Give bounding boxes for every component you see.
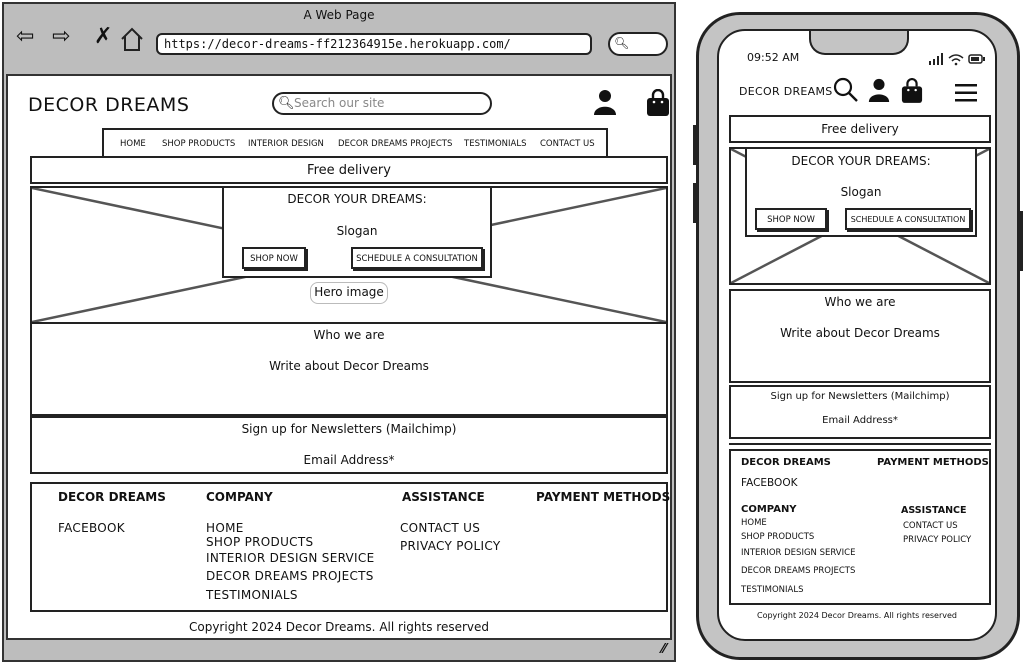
schedule-consultation-button[interactable]: SCHEDULE A CONSULTATION [351,247,483,269]
mobile-about-body: Write about Decor Dreams [780,326,940,340]
footer-link-home[interactable]: HOME [206,521,244,535]
mobile-shop-now-button[interactable]: SHOP NOW [755,208,827,230]
footer-link-shop-products[interactable]: SHOP PRODUCTS [206,535,314,549]
mobile-hero-section: DECOR YOUR DREAMS: Slogan SHOP NOW SCHED… [729,147,991,285]
phone-power-button [1019,211,1023,271]
mobile-newsletter-email-label[interactable]: Email Address* [822,415,898,426]
mobile-divider [729,443,991,445]
shopping-bag-icon[interactable] [646,88,670,117]
mobile-footer-payment-heading: PAYMENT METHODS [877,457,989,468]
about-heading: Who we are [313,328,385,342]
footer-link-privacy-policy[interactable]: PRIVACY POLICY [400,539,501,553]
nav-interior-design[interactable]: INTERIOR DESIGN [248,139,324,149]
mobile-footer-link-shop-products[interactable]: SHOP PRODUCTS [741,532,815,542]
mobile-footer-link-contact-us[interactable]: CONTACT US [903,521,958,531]
newsletter-section: Sign up for Newsletters (Mailchimp) Emai… [30,416,668,474]
site-logo[interactable]: DECOR DREAMS [28,94,190,116]
desktop-viewport: DECOR DREAMS 🔍︎ Search our site HOME SHO… [6,74,672,640]
mobile-delivery-banner: Free delivery [729,115,991,143]
hero-section: DECOR YOUR DREAMS: Slogan SHOP NOW SCHED… [30,186,668,324]
mobile-footer-brand-heading: DECOR DREAMS [741,457,831,468]
resize-grip-icon[interactable]: ⁄⁄ [661,642,666,657]
search-icon: 🔍︎ [614,36,630,50]
mobile-copyright: Copyright 2024 Decor Dreams. All rights … [756,611,957,620]
phone-side-button [693,183,697,223]
mobile-footer-link-interior-design-service[interactable]: INTERIOR DESIGN SERVICE [741,548,856,558]
mobile-footer-link-testimonials[interactable]: TESTIMONIALS [741,585,804,595]
hero-slogan: Slogan [336,224,378,238]
browser-search-box[interactable]: 🔍︎ [608,32,668,56]
phone-screen: 09:52 AM DECOR DREAMS Free delivery [717,29,997,641]
address-bar[interactable]: https://decor-dreams-ff212364915e.heroku… [156,33,592,55]
phone-clock: 09:52 AM [747,51,800,64]
forward-icon[interactable]: ⇨ [52,24,71,49]
home-icon[interactable] [120,26,144,52]
status-bar: ⁄⁄ [6,640,672,660]
mobile-schedule-consultation-button[interactable]: SCHEDULE A CONSULTATION [845,208,971,230]
phone-status-icons [927,51,987,66]
account-icon[interactable] [592,88,618,116]
mobile-site-footer: DECOR DREAMS FACEBOOK PAYMENT METHODS CO… [729,449,991,605]
footer-link-interior-design-service[interactable]: INTERIOR DESIGN SERVICE [206,551,375,565]
about-body: Write about Decor Dreams [269,359,429,373]
mobile-footer-link-decor-dreams-projects[interactable]: DECOR DREAMS PROJECTS [741,566,856,576]
footer-company-heading: COMPANY [206,490,273,504]
about-section: Who we are Write about Decor Dreams [30,322,668,416]
search-placeholder: Search our site [294,96,385,110]
back-icon[interactable]: ⇦ [16,24,35,49]
mobile-hero-card: DECOR YOUR DREAMS: Slogan SHOP NOW SCHED… [745,147,977,237]
newsletter-email-label[interactable]: Email Address* [303,453,395,467]
nav-shop-products[interactable]: SHOP PRODUCTS [162,139,236,149]
main-nav: HOME SHOP PRODUCTS INTERIOR DESIGN DECOR… [102,128,608,158]
mobile-footer-company-heading: COMPANY [741,504,797,515]
nav-home[interactable]: HOME [120,139,146,149]
nav-testimonials[interactable]: TESTIMONIALS [464,139,527,149]
hero-heading: DECOR YOUR DREAMS: [287,192,427,206]
footer-payment-heading: PAYMENT METHODS [536,490,671,504]
window-title: A Web Page [303,8,375,22]
mobile-about-heading: Who we are [824,295,896,309]
mobile-search-icon[interactable] [833,77,859,103]
footer-link-decor-dreams-projects[interactable]: DECOR DREAMS PROJECTS [206,569,374,583]
copyright: Copyright 2024 Decor Dreams. All rights … [188,620,489,634]
close-icon[interactable]: ✗ [94,24,113,49]
site-search-input[interactable]: 🔍︎ Search our site [272,92,492,115]
hero-card: DECOR YOUR DREAMS: Slogan SHOP NOW SCHED… [222,186,492,278]
mobile-newsletter-section: Sign up for Newsletters (Mailchimp) Emai… [729,385,991,439]
mobile-footer-facebook-link[interactable]: FACEBOOK [741,477,798,489]
mobile-about-section: Who we are Write about Decor Dreams [729,289,991,383]
hamburger-menu-icon[interactable] [955,83,977,103]
mobile-shopping-bag-icon[interactable] [901,78,923,104]
footer-brand-heading: DECOR DREAMS [58,490,166,504]
phone-side-button [693,125,697,165]
mobile-site-logo[interactable]: DECOR DREAMS [739,85,833,98]
nav-decor-dreams-projects[interactable]: DECOR DREAMS PROJECTS [338,139,453,149]
delivery-banner: Free delivery [30,156,668,184]
footer-assistance-heading: ASSISTANCE [402,490,485,504]
mobile-account-icon[interactable] [867,77,891,103]
mobile-newsletter-heading: Sign up for Newsletters (Mailchimp) [770,391,950,402]
footer-link-testimonials[interactable]: TESTIMONIALS [206,588,298,602]
phone-frame: 09:52 AM DECOR DREAMS Free delivery [693,12,1023,660]
mobile-hero-slogan: Slogan [840,185,882,199]
browser-window: A Web Page ⇦ ⇨ ✗ https://decor-dreams-ff… [2,2,676,662]
mobile-footer-link-home[interactable]: HOME [741,518,767,528]
hero-image-label: Hero image [310,282,388,304]
nav-contact-us[interactable]: CONTACT US [540,139,595,149]
site-footer: DECOR DREAMS FACEBOOK COMPANY HOME SHOP … [30,482,671,612]
mobile-footer-link-privacy-policy[interactable]: PRIVACY POLICY [903,535,972,545]
search-icon: 🔍︎ [278,96,295,111]
phone-notch [809,31,909,55]
newsletter-heading: Sign up for Newsletters (Mailchimp) [241,422,457,436]
footer-facebook-link[interactable]: FACEBOOK [58,521,125,535]
shop-now-button[interactable]: SHOP NOW [242,247,306,269]
footer-link-contact-us[interactable]: CONTACT US [400,521,481,535]
mobile-footer-assistance-heading: ASSISTANCE [901,505,967,516]
mobile-hero-heading: DECOR YOUR DREAMS: [791,154,931,168]
